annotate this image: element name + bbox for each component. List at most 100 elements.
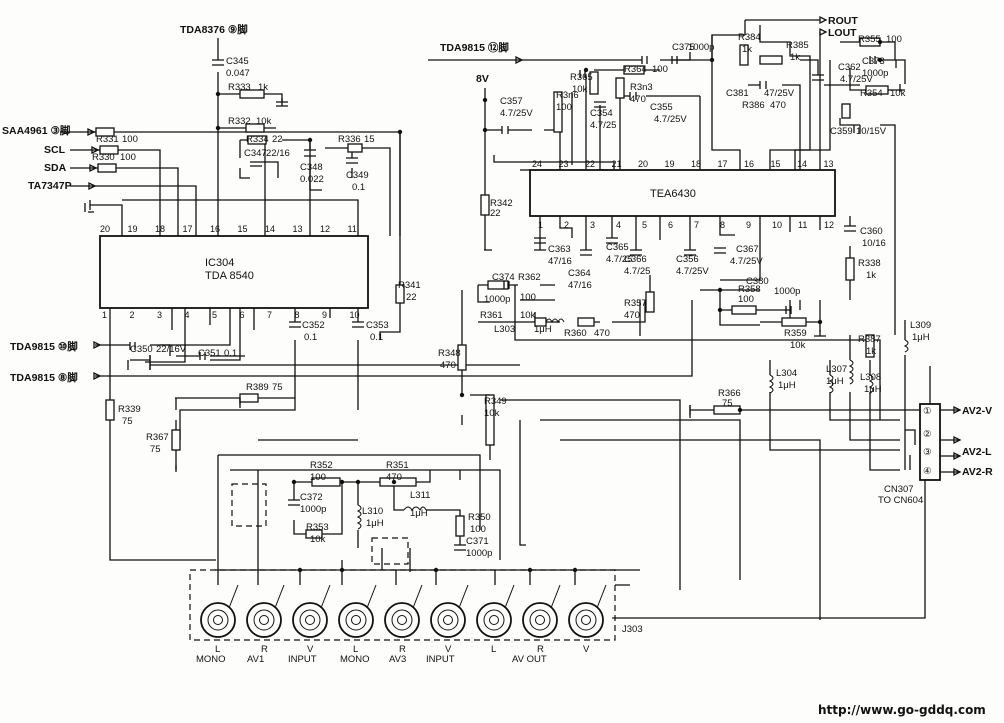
tea6430-pin-2: 2 [564, 220, 569, 230]
label-r389-ref: R389 [246, 382, 269, 393]
label-r341-ref: R341 [398, 280, 421, 291]
label-c354-ref: C354 [590, 108, 613, 119]
j303-jack-ring [529, 609, 551, 631]
label-scl: SCL [44, 144, 66, 156]
j303-jack-ring [391, 609, 413, 631]
tea6430-pin-19: 19 [665, 159, 675, 169]
j303-jack-letter: R [399, 644, 406, 655]
label-r354-value: 10k [890, 88, 906, 99]
label-r339-value: 75 [122, 416, 133, 427]
j303-ref: J303 [622, 624, 643, 635]
label-l310-ref: L310 [362, 506, 383, 517]
label-c352-ref: C352 [302, 320, 325, 331]
j303-jack [338, 602, 374, 638]
label-c363-value: 47/16 [548, 256, 572, 267]
label-c374-value: 1000p [484, 294, 510, 305]
j303-jack [246, 602, 282, 638]
label-l303-ref: L303 [494, 324, 515, 335]
ic304-part: TDA 8540 [205, 270, 254, 282]
tea6430-pin-9: 9 [746, 220, 751, 230]
label-c353-ref: C353 [366, 320, 389, 331]
label-r349-value: 10k [484, 408, 500, 419]
label-r330-value: 100 [120, 152, 136, 163]
cn307-ref: CN307 [884, 484, 914, 495]
label-r361-value: 10k [520, 310, 536, 321]
label-r365-value: 10k [572, 84, 588, 95]
tea6430-pin-3: 3 [590, 220, 595, 230]
label-r336-value: 15 [364, 134, 375, 145]
j303-jack-letter: V [583, 644, 590, 655]
ic304-pin-3: 3 [157, 310, 162, 320]
j303-jack-pin [213, 615, 223, 625]
label-r384-ref: R384 [738, 32, 761, 43]
j303-jack-lead [412, 584, 423, 609]
label-l310-value: 1μH [366, 518, 384, 529]
label-r331-value: 100 [122, 134, 138, 145]
label-r330-ref: R330 [92, 152, 115, 163]
cn307-pin-2: ② [923, 429, 932, 440]
tea6430-pin-8: 8 [720, 220, 725, 230]
label-l309-value: 1μH [912, 332, 930, 343]
j303-jack-lead [596, 584, 607, 609]
label-c373-value: 1000p [862, 68, 888, 79]
label-r362-value: 100 [520, 292, 536, 303]
j303-jack-ring [437, 609, 459, 631]
tea6430-pin-13: 13 [824, 159, 834, 169]
label-c367-ref: C367 [736, 244, 759, 255]
label-r389-value: 75 [272, 382, 283, 393]
label-r348-value: 470 [440, 360, 456, 371]
ic304-pin-4: 4 [185, 310, 190, 320]
label-r360-value: 470 [594, 328, 610, 339]
ic304-pin-20: 20 [100, 224, 110, 234]
label-c375-value: 1000p [688, 42, 714, 53]
j303-jack-lead [550, 584, 561, 609]
label-r355-ref: R355 [858, 34, 881, 45]
label-r3n6-ref: R3n6 [556, 90, 579, 101]
ic304-pin-9: 9 [322, 310, 327, 320]
ic304-ref: IC304 [205, 257, 234, 269]
label-c349-value: 0.1 [352, 182, 365, 193]
label-c345-ref: C345 [226, 56, 249, 67]
label-r364-ref: R364 [624, 64, 647, 75]
j303-jack-pin [305, 615, 315, 625]
label-r3n6-value: 100 [556, 102, 572, 113]
ic304-pin-17: 17 [183, 224, 193, 234]
tea6430-pin-6: 6 [668, 220, 673, 230]
j303-jack-letter: L [215, 644, 220, 655]
label-c367-value: 4.7/25V [730, 256, 763, 267]
tea6430-pin-24: 24 [532, 159, 542, 169]
label-r331-ref: R331 [96, 134, 119, 145]
label-l304-value: 1μH [778, 380, 796, 391]
label-r338-value: 1k [866, 270, 876, 281]
j303-jack-lead [320, 584, 331, 609]
label-r351-ref: R351 [386, 460, 409, 471]
ic304-pin-10: 10 [350, 310, 360, 320]
label-r386-ref: R386 [742, 100, 765, 111]
label-r336-ref: R336 [338, 134, 361, 145]
cn307-pin-1: ① [923, 406, 932, 417]
j303-jack-ring [483, 609, 505, 631]
ic304-pin-16: 16 [210, 224, 220, 234]
j303-jack [568, 602, 604, 638]
label-r355-value: 100 [886, 34, 902, 45]
j303-label-mono-1: MONO [196, 654, 226, 665]
label-l307-value: 1μH [826, 376, 844, 387]
j303-jack-letter: R [261, 644, 268, 655]
j303-jack-pin [489, 615, 499, 625]
label-r384-value: 1k [742, 44, 752, 55]
j303-jack-ring [345, 609, 367, 631]
ic304-pin-12: 12 [320, 224, 330, 234]
ic304-pin-1: 1 [102, 310, 107, 320]
label-c380-ref: C380 [746, 276, 769, 287]
label-r353-value: 10k [310, 534, 326, 545]
j303-jack-lead [458, 584, 469, 609]
j303-jack-lead [274, 584, 285, 609]
label-tda9815-10: TDA9815 ⑩脚 [10, 340, 78, 353]
tea6430-pin-14: 14 [797, 159, 807, 169]
label-c366-ref: C366 [624, 254, 647, 265]
j303-label-input-1: INPUT [288, 654, 317, 665]
label-r385-ref: R385 [786, 40, 809, 51]
label-tda8376: TDA8376 ⑨脚 [180, 23, 248, 36]
tea6430-pin-7: 7 [694, 220, 699, 230]
